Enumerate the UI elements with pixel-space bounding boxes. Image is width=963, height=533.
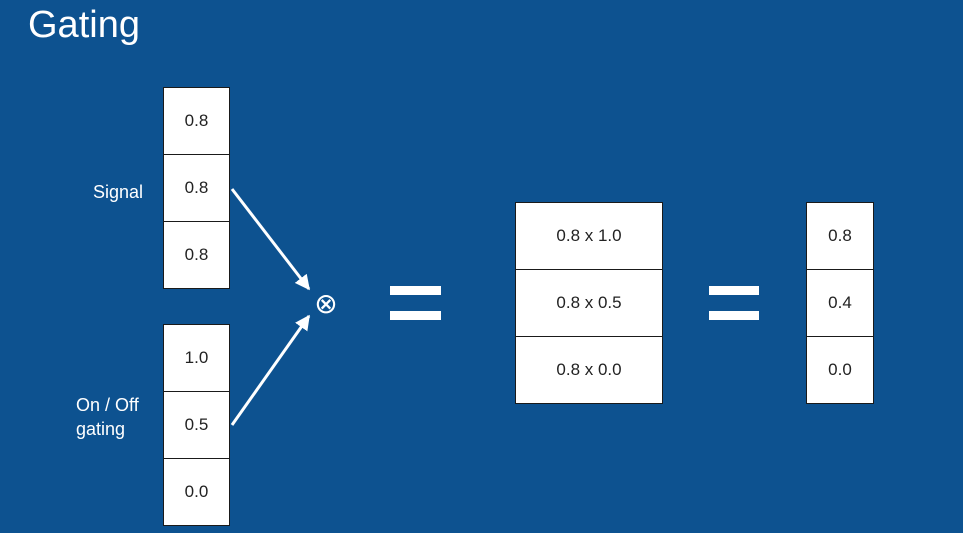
gating-vector: 1.0 0.5 0.0 [163, 324, 230, 526]
gating-label-line2: gating [76, 419, 126, 439]
products-vector: 0.8 x 1.0 0.8 x 0.5 0.8 x 0.0 [515, 202, 663, 404]
product-cell: 0.8 x 0.0 [556, 360, 622, 379]
results-vector: 0.8 0.4 0.0 [806, 202, 874, 404]
equals-icon [390, 286, 441, 320]
gating-cell: 1.0 [164, 325, 229, 392]
signal-cell: 0.8 [164, 88, 229, 155]
gating-arrow [230, 314, 311, 426]
gating-cell: 0.0 [184, 482, 209, 501]
result-cell: 0.0 [828, 360, 852, 379]
product-cell: 0.8 x 0.5 [516, 270, 662, 337]
result-cell: 0.8 [807, 203, 873, 270]
page-title: Gating [28, 4, 140, 46]
gating-label: On / Off gating [76, 393, 139, 441]
gating-label-line1: On / Off [76, 395, 139, 415]
signal-vector: 0.8 0.8 0.8 [163, 87, 230, 289]
product-cell: 0.8 x 1.0 [516, 203, 662, 270]
signal-label: Signal [93, 182, 144, 202]
equals-icon [709, 286, 759, 320]
gating-cell: 0.5 [164, 392, 229, 459]
signal-cell: 0.8 [164, 155, 229, 222]
multiply-icon: ⊗ [314, 287, 337, 320]
result-cell: 0.4 [807, 270, 873, 337]
signal-cell: 0.8 [184, 245, 209, 264]
signal-arrow [230, 188, 311, 291]
